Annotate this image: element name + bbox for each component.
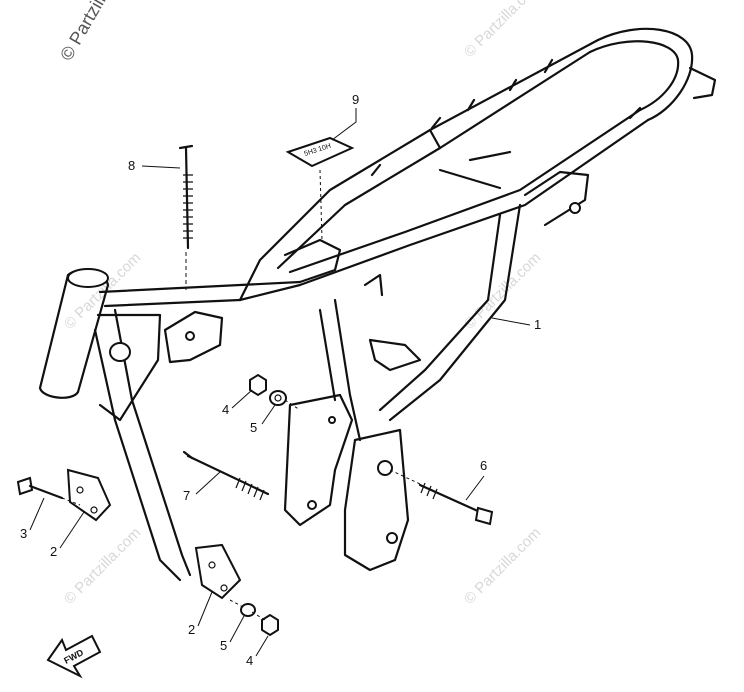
callout-4-lower: 4 [246, 653, 253, 668]
callout-2-lower: 2 [188, 622, 195, 637]
copyright-watermark: © Partzilla.com [56, 0, 134, 64]
part-8-bolt [178, 144, 194, 250]
callout-7: 7 [183, 488, 190, 503]
part-4-nut-upper [249, 373, 267, 397]
part-4-nut-lower [261, 613, 279, 637]
part-3-bolt [16, 476, 64, 500]
callout-8: 8 [128, 158, 135, 173]
part-6-bolt [418, 482, 494, 526]
frame-main [38, 27, 717, 582]
callout-5-upper: 5 [250, 420, 257, 435]
callout-4-upper: 4 [222, 402, 229, 417]
callout-9: 9 [352, 92, 359, 107]
callout-3: 3 [20, 526, 27, 541]
part-2-plate-lower [194, 543, 242, 600]
fwd-direction-arrow: FWD [46, 634, 102, 679]
part-5-washer-lower [240, 603, 256, 617]
callout-6: 6 [480, 458, 487, 473]
watermark: © Partzilla.com [461, 0, 544, 61]
part-5-washer-upper [269, 390, 287, 406]
callout-5-lower: 5 [220, 638, 227, 653]
part-9-label-plate: 5H3 10H [285, 136, 355, 168]
callout-1: 1 [534, 317, 541, 332]
part-7-bolt [182, 450, 270, 501]
callout-2-upper: 2 [50, 544, 57, 559]
watermark: © Partzilla.com [461, 524, 544, 607]
watermark: © Partzilla.com [61, 524, 144, 607]
part-2-plate-upper [66, 468, 112, 522]
